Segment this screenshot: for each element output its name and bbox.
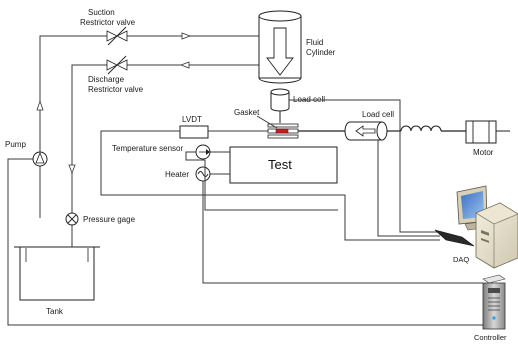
gasket-label: Gasket — [234, 108, 260, 117]
signal-wires — [7, 99, 483, 326]
suction-line — [36, 32, 260, 218]
motor-label: Motor — [473, 148, 494, 157]
temperature-sensor-label: Temperature sensor — [112, 144, 183, 153]
motor-icon — [465, 120, 510, 144]
daq-label: DAQ — [453, 255, 469, 264]
daq-computer-icon — [434, 185, 518, 269]
top-load-cell-icon — [270, 88, 290, 123]
lvdt-box — [179, 125, 209, 139]
right-load-cell-icon — [344, 121, 388, 141]
gasket-icon — [267, 123, 299, 139]
suction-valve-label-1: Suction — [88, 8, 115, 17]
gasket-leader — [256, 115, 278, 129]
discharge-valve-label-2: Restrictor valve — [88, 85, 144, 94]
tank-icon — [14, 246, 100, 301]
test-label: Test — [268, 157, 292, 172]
pressure-gage-icon — [65, 212, 79, 226]
heater-label: Heater — [165, 170, 189, 179]
pump-label: Pump — [5, 140, 26, 149]
suction-valve-label-2: Restrictor valve — [80, 18, 136, 27]
pressure-gage-label: Pressure gage — [83, 215, 136, 224]
flow-arrow-down — [68, 164, 76, 175]
down-arrow-icon — [266, 27, 294, 76]
controller-label: Controller — [474, 333, 507, 342]
left-arrow-icon — [355, 125, 376, 137]
flow-arrow-up — [36, 99, 44, 111]
discharge-restrictor-valve-icon — [106, 55, 128, 75]
flow-arrow-left — [179, 61, 190, 69]
flow-arrow-right — [181, 32, 192, 40]
fluid-cylinder-label-2: Cylinder — [306, 48, 336, 57]
discharge-line — [68, 61, 260, 248]
tank-label: Tank — [46, 307, 64, 316]
discharge-valve-label-1: Discharge — [88, 75, 125, 84]
pump-icon — [32, 151, 48, 167]
suction-restrictor-valve-icon — [106, 26, 128, 46]
spring-coupling-icon — [400, 125, 442, 132]
fluid-cylinder-label-1: Fluid — [306, 38, 323, 47]
lvdt-label: LVDT — [182, 115, 202, 124]
right-load-cell-label: Load cell — [362, 110, 394, 119]
fluid-cylinder-icon — [258, 10, 302, 84]
controller-icon — [482, 274, 506, 330]
test-box — [229, 146, 338, 184]
